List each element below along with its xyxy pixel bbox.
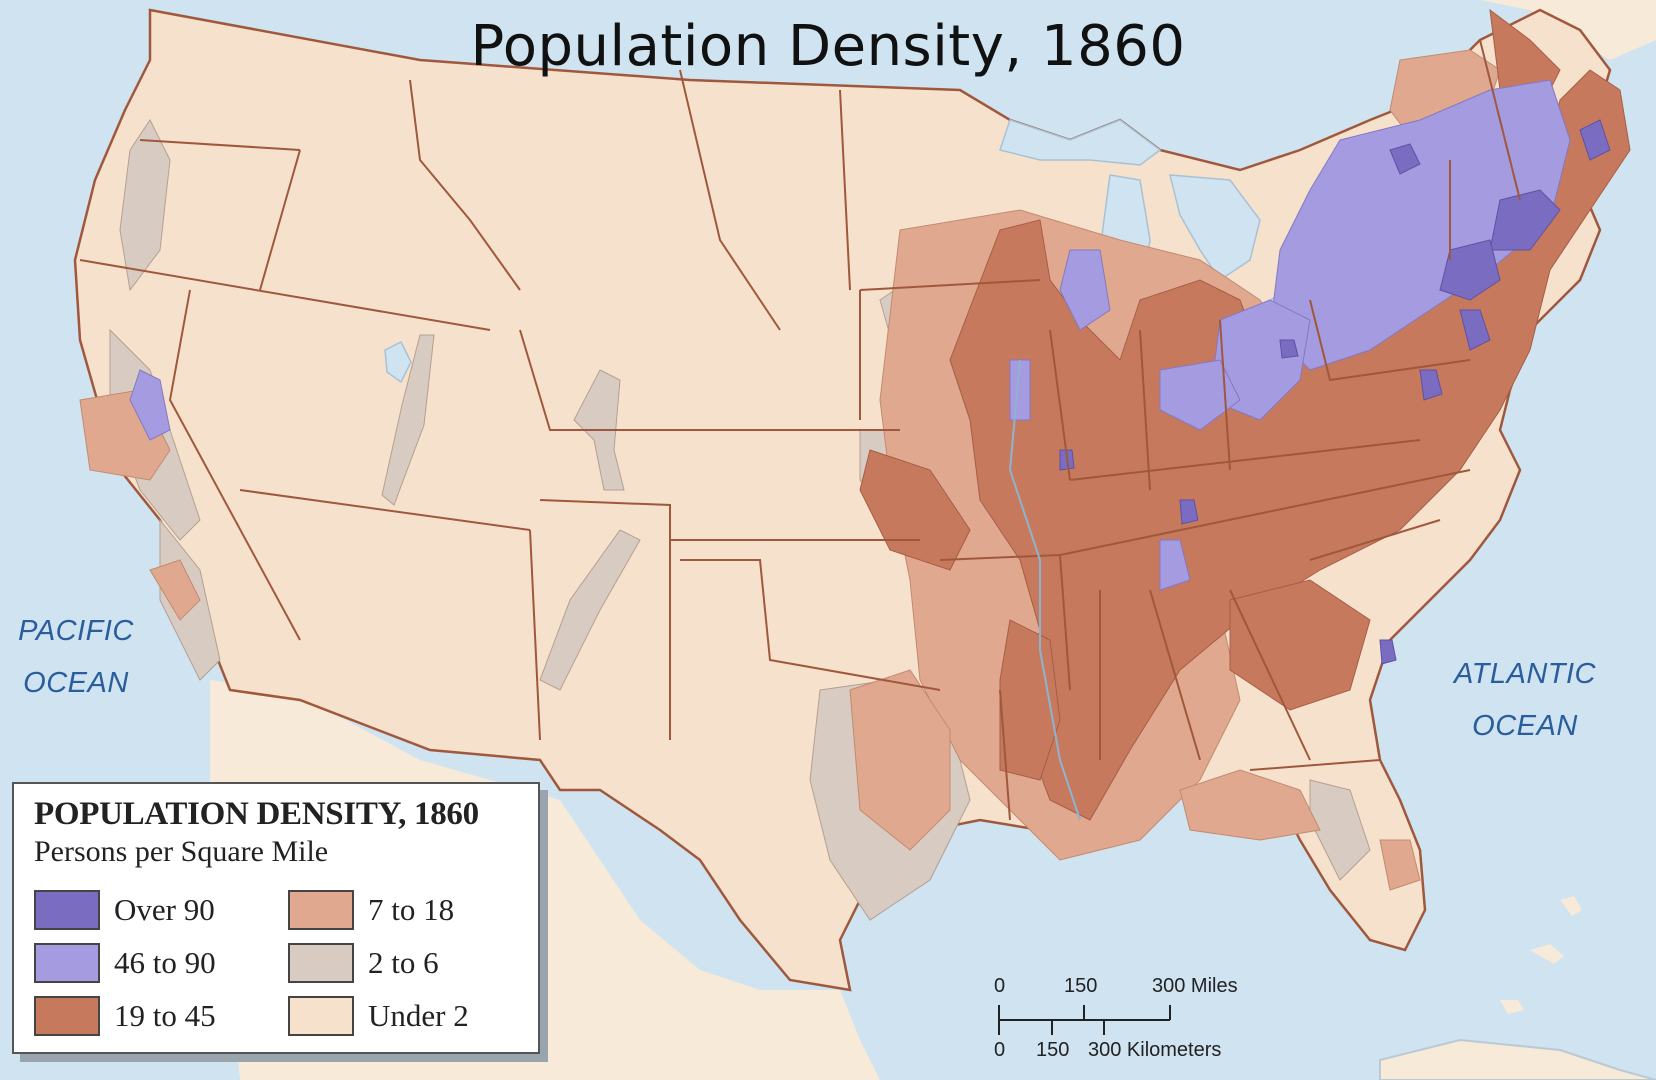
map-title: Population Density, 1860 — [470, 14, 1186, 79]
lake-superior — [999, 119, 1162, 166]
legend-title: POPULATION DENSITY, 1860 — [34, 796, 479, 832]
legend: POPULATION DENSITY, 1860 Persons per Squ… — [12, 782, 540, 1054]
legend-label: 2 to 6 — [368, 944, 439, 980]
scale-mile-150: 150 — [1064, 975, 1098, 997]
atlantic-line-1: ATLANTIC — [1453, 658, 1597, 690]
great-salt-lake — [384, 340, 412, 384]
density-19-to-45 — [859, 8, 1631, 821]
scale-bar: 0 150 300 Miles 0 150 300 Kilometers — [986, 975, 1286, 1065]
pacific-line-2: OCEAN — [23, 667, 129, 699]
legend-item: 7 to 18 — [288, 883, 528, 936]
legend-label: 19 to 45 — [114, 997, 216, 1033]
lake-huron — [1169, 174, 1261, 282]
legend-item: 2 to 6 — [288, 936, 528, 989]
legend-grid: Over 90 7 to 18 46 to 90 2 to 6 19 to 45… — [34, 883, 518, 1042]
scale-mile-300: 300 Miles — [1152, 975, 1238, 997]
legend-swatch — [288, 889, 354, 930]
atlantic-line-2: OCEAN — [1472, 710, 1578, 742]
legend-item: Over 90 — [34, 883, 288, 936]
pacific-line-1: PACIFIC — [18, 615, 134, 647]
legend-swatch — [288, 942, 354, 983]
cuba-land — [1379, 1038, 1656, 1080]
legend-label: 46 to 90 — [114, 944, 216, 980]
legend-swatch — [34, 995, 100, 1036]
legend-label: Under 2 — [368, 997, 469, 1033]
legend-item: Under 2 — [288, 989, 528, 1042]
atlantic-ocean-label: ATLANTIC OCEAN — [1440, 648, 1610, 752]
legend-item: 46 to 90 — [34, 936, 288, 989]
scale-mile-0: 0 — [994, 975, 1006, 997]
legend-swatch — [288, 995, 354, 1036]
legend-label: Over 90 — [114, 891, 215, 927]
pacific-ocean-label: PACIFIC OCEAN — [6, 605, 146, 709]
legend-swatch — [34, 942, 100, 983]
scale-km-0: 0 — [994, 1039, 1006, 1061]
state-borders — [79, 39, 1521, 821]
rivers — [1008, 359, 1081, 821]
scale-km-300: 300 Kilometers — [1088, 1039, 1222, 1061]
legend-swatch — [34, 889, 100, 930]
density-46-to-90 — [129, 79, 1571, 591]
legend-subtitle: Persons per Square Mile — [34, 835, 329, 868]
scale-lines — [998, 1005, 1171, 1035]
scale-km-150: 150 — [1036, 1039, 1070, 1061]
legend-item: 19 to 45 — [34, 989, 288, 1042]
legend-label: 7 to 18 — [368, 891, 455, 927]
bahamas-land — [1500, 896, 1582, 1014]
